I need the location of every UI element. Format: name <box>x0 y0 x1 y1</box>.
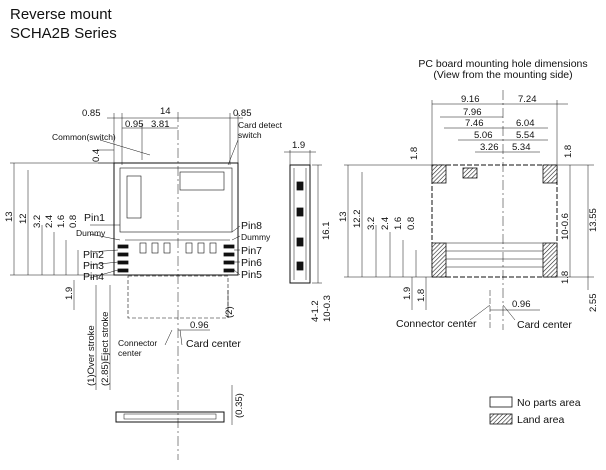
title-line-1: Reverse mount <box>10 6 112 23</box>
pin6-label: Pin6 <box>241 257 262 269</box>
title-line-2: SCHA2B Series <box>10 25 117 42</box>
front-view-labels: 0.85 14 0.85 0.95 3.81 Common(switch) Ca… <box>4 106 283 418</box>
dim-085-right: 0.85 <box>233 108 252 119</box>
front-view <box>10 112 243 460</box>
dim-035: (0.35) <box>234 393 245 418</box>
dim-08: 0.8 <box>68 215 79 228</box>
front-body-outline <box>113 162 239 276</box>
board-dim-19: 1.9 <box>402 287 413 300</box>
dim-14: 14 <box>160 106 171 117</box>
board-dim-096: 0.96 <box>512 299 531 310</box>
board-dim-916: 9.16 <box>461 94 480 105</box>
board-dim-326: 3.26 <box>480 142 499 153</box>
board-dim-746: 7.46 <box>465 118 484 129</box>
dim-12: 12 <box>18 213 29 224</box>
side-dim-1003: 10-0.3 <box>322 295 333 322</box>
board-dim-18-right: 1.8 <box>560 271 571 284</box>
connector-center-label-2: center <box>118 348 142 358</box>
side-dim-412: 4-1.2 <box>310 300 321 322</box>
board-dim-796: 7.96 <box>463 107 482 118</box>
board-view-caption-1: PC board mounting hole dimensions <box>418 58 588 70</box>
board-dim-554: 5.54 <box>516 130 535 141</box>
board-dim-1006: 10-0.6 <box>560 213 571 240</box>
board-outline <box>431 164 558 278</box>
dim-19: 1.9 <box>64 287 75 300</box>
board-dim-604: 6.04 <box>516 118 535 129</box>
board-dim-13: 13 <box>338 211 349 222</box>
board-dim-08: 0.8 <box>406 217 417 230</box>
land-bottom-right <box>542 242 558 278</box>
front-bottom-view <box>115 411 225 423</box>
dim-16: 1.6 <box>56 215 67 228</box>
pin5-label: Pin5 <box>241 269 262 281</box>
board-dim-724: 7.24 <box>518 94 537 105</box>
legend-land-swatch <box>489 413 513 425</box>
board-view-caption-2: (View from the mounting side) <box>433 69 573 81</box>
board-view-labels: 9.16 7.24 7.96 7.46 6.04 5.06 5.54 3.26 … <box>338 94 599 426</box>
board-dim-1355: 13.55 <box>588 208 599 232</box>
dim-24: 2.4 <box>44 215 55 228</box>
board-dim-506: 5.06 <box>474 130 493 141</box>
legend-land-label: Land area <box>517 414 564 426</box>
over-stroke-label: (1)Over stroke <box>86 325 97 386</box>
board-dim-122: 12.2 <box>352 210 363 229</box>
land-top-left <box>431 164 447 184</box>
land-top-right <box>542 164 558 184</box>
dummy-right-label: Dummy <box>241 232 271 242</box>
board-dim-16: 1.6 <box>393 217 404 230</box>
dim-085-left: 0.85 <box>82 108 101 119</box>
board-dim-24: 2.4 <box>380 217 391 230</box>
pin2-label: Pin2 <box>83 249 104 261</box>
land-top-center <box>462 167 478 179</box>
pin8-label: Pin8 <box>241 220 262 232</box>
card-detect-label-2: switch <box>238 130 262 140</box>
dim-04: 0.4 <box>91 149 102 162</box>
board-card-center-label: Card center <box>517 319 572 331</box>
dim-2: (2) <box>224 306 235 318</box>
dim-13: 13 <box>4 211 15 222</box>
pin3-label: Pin3 <box>83 260 104 272</box>
common-switch-label: Common(switch) <box>52 132 116 142</box>
board-dim-18-top-right: 1.8 <box>563 145 574 158</box>
dummy-left-label: Dummy <box>76 228 106 238</box>
side-dim-161: 16.1 <box>321 222 332 241</box>
connector-center-label-1: Connector <box>118 338 157 348</box>
land-bottom-left <box>431 242 447 278</box>
legend-no-parts-label: No parts area <box>517 397 581 409</box>
board-dim-32: 3.2 <box>366 217 377 230</box>
dim-32: 3.2 <box>32 215 43 228</box>
side-dim-19: 1.9 <box>292 140 305 151</box>
board-dim-18-bottom: 1.8 <box>416 289 427 302</box>
dim-095: 0.95 <box>125 119 144 130</box>
board-dim-18-top-left: 1.8 <box>409 147 420 160</box>
side-view-labels: 1.9 16.1 4-1.2 10-0.3 <box>292 140 333 322</box>
pin7-label: Pin7 <box>241 245 262 257</box>
board-view <box>344 90 594 425</box>
card-center-label: Card center <box>186 338 241 350</box>
pin4-label: Pin4 <box>83 271 104 283</box>
eject-stroke-label: (2.85)Eject stroke <box>100 312 111 386</box>
side-view <box>284 150 322 284</box>
side-body-outline <box>289 164 311 284</box>
board-connector-center-label: Connector center <box>396 318 477 330</box>
dim-381: 3.81 <box>151 119 170 130</box>
pin1-label: Pin1 <box>84 212 105 224</box>
board-dim-255: 2.55 <box>588 294 599 313</box>
card-detect-label-1: Card detect <box>238 120 283 130</box>
legend-no-parts-swatch <box>489 396 513 408</box>
board-dim-534: 5.34 <box>512 142 531 153</box>
dim-096: 0.96 <box>190 320 209 331</box>
